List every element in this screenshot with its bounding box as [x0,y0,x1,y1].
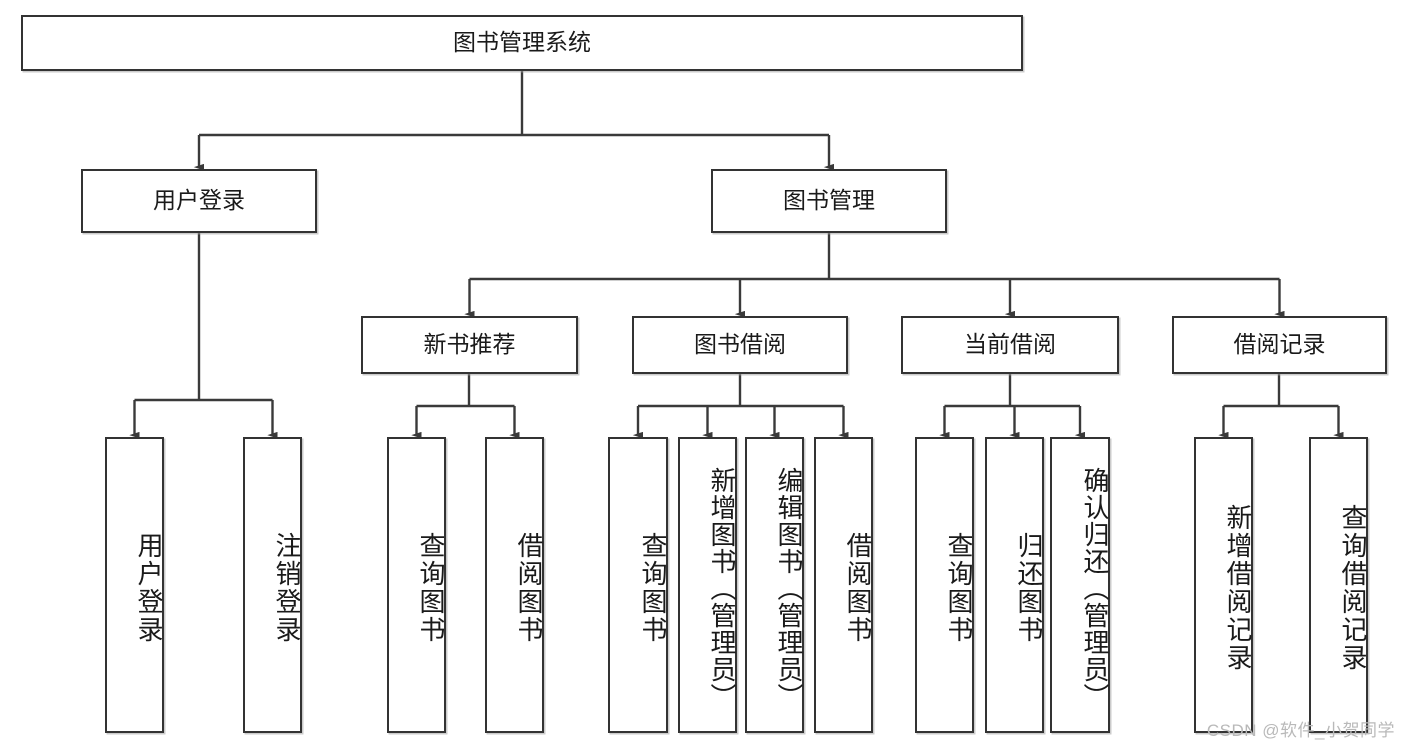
node-new-book-recommend[interactable]: 新书推荐 [361,316,578,374]
node-leaf-query-book-current[interactable]: 查询图书 [915,437,974,733]
node-leaf-borrow-book-rec[interactable]: 借阅图书 [485,437,544,733]
node-label: 用户登录 [153,187,245,214]
node-label: 新增借阅记录 [1223,504,1253,672]
node-leaf-add-book-admin[interactable]: 新增图书（管理员） [678,437,737,733]
node-label: 借阅图书 [843,532,873,644]
node-label: 图书管理系统 [453,29,591,56]
node-leaf-edit-book-admin[interactable]: 编辑图书（管理员） [745,437,804,733]
node-leaf-user-logout[interactable]: 注销登录 [243,437,302,733]
node-label: 借阅记录 [1233,331,1326,358]
node-label: 编辑图书（管理员） [774,466,804,710]
node-leaf-add-borrow-record[interactable]: 新增借阅记录 [1194,437,1253,733]
node-label: 新书推荐 [423,331,516,358]
node-book-borrow[interactable]: 图书借阅 [632,316,848,374]
node-label: 查询图书 [638,532,668,644]
node-leaf-return-book[interactable]: 归还图书 [985,437,1044,733]
node-root-root[interactable]: 图书管理系统 [21,15,1023,71]
node-leaf-query-borrow-record[interactable]: 查询借阅记录 [1309,437,1368,733]
node-label: 新增图书（管理员） [707,466,737,710]
node-leaf-query-book-borrow[interactable]: 查询图书 [608,437,668,733]
node-leaf-user-login[interactable]: 用户登录 [105,437,164,733]
node-label: 图书管理 [783,187,875,214]
node-label: 借阅图书 [514,532,544,644]
node-leaf-confirm-return-admin[interactable]: 确认归还（管理员） [1050,437,1110,733]
node-current-borrow[interactable]: 当前借阅 [901,316,1119,374]
node-user-login[interactable]: 用户登录 [81,169,317,233]
node-label: 查询借阅记录 [1338,504,1368,672]
node-label: 当前借阅 [964,331,1056,358]
node-label: 查询图书 [416,532,446,644]
node-label: 用户登录 [134,532,164,644]
node-label: 确认归还（管理员） [1080,466,1110,710]
node-leaf-borrow-book-borrow[interactable]: 借阅图书 [814,437,873,733]
node-book-management[interactable]: 图书管理 [711,169,947,233]
node-borrow-record[interactable]: 借阅记录 [1172,316,1387,374]
node-label: 注销登录 [272,532,302,644]
node-label: 归还图书 [1014,532,1044,644]
node-leaf-query-book-rec[interactable]: 查询图书 [387,437,446,733]
node-label: 图书借阅 [694,331,786,358]
node-label: 查询图书 [944,532,974,644]
